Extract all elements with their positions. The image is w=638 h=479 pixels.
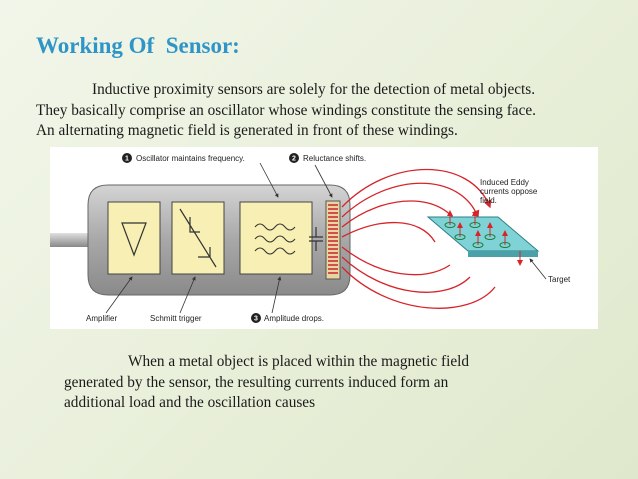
intro-paragraph: Inductive proximity sensors are solely f… (36, 80, 611, 142)
label-eddy-line-3: field. (480, 196, 497, 205)
oscillator-wave-icon (254, 223, 296, 255)
label-amplitude: Amplitude drops. (264, 314, 324, 323)
detection-line-3: additional load and the oscillation caus… (64, 394, 316, 411)
label-eddy-line-1: Induced Eddy (480, 178, 529, 187)
step-3-number: 3 (254, 316, 258, 323)
step-2-number: 2 (292, 156, 296, 163)
label-oscillator-pointer (259, 162, 279, 198)
metal-target-edge (468, 251, 538, 257)
label-target: Target (548, 275, 571, 284)
label-amplifier-pointer (105, 276, 133, 314)
label-amplitude-pointer (271, 276, 282, 314)
detection-paragraph: When a metal object is placed within the… (64, 352, 534, 414)
slide-title: Working Of Sensor: (36, 33, 240, 58)
step-2-badge (289, 153, 299, 163)
label-amplifier: Amplifier (86, 314, 117, 323)
amplifier-module (107, 201, 161, 275)
label-schmitt-pointer (179, 276, 196, 314)
detection-line-1: When a metal object is placed within the… (128, 353, 470, 370)
eddy-field-arrows (447, 210, 523, 266)
sensor-diagram: 1 Oscillator maintains frequency. 2 Relu… (50, 147, 598, 329)
schmitt-trigger-icon (179, 208, 217, 268)
label-oscillator: Oscillator maintains frequency. (136, 154, 245, 163)
sensor-diagram-svg: 1 Oscillator maintains frequency. 2 Relu… (50, 153, 571, 323)
label-reluctance: Reluctance shifts. (303, 154, 366, 163)
capacitor-icon (309, 227, 323, 251)
label-schmitt-trigger: Schmitt trigger (150, 314, 202, 323)
step-1-badge (122, 153, 132, 163)
label-target-pointer (529, 258, 547, 280)
label-eddy-line-2: currents oppose (480, 187, 538, 196)
intro-line-2: They basically comprise an oscillator wh… (36, 101, 536, 119)
step-1-number: 1 (125, 156, 129, 163)
coil-windings (328, 204, 338, 274)
cable-rod (50, 233, 98, 247)
amplifier-icon (121, 222, 147, 257)
step-3-badge (251, 313, 261, 323)
label-reluctance-pointer (314, 164, 333, 198)
detection-line-2: generated by the sensor, the resulting c… (64, 373, 449, 391)
intro-line-1: Inductive proximity sensors are solely f… (92, 81, 536, 98)
intro-line-3: An alternating magnetic field is generat… (36, 122, 458, 139)
